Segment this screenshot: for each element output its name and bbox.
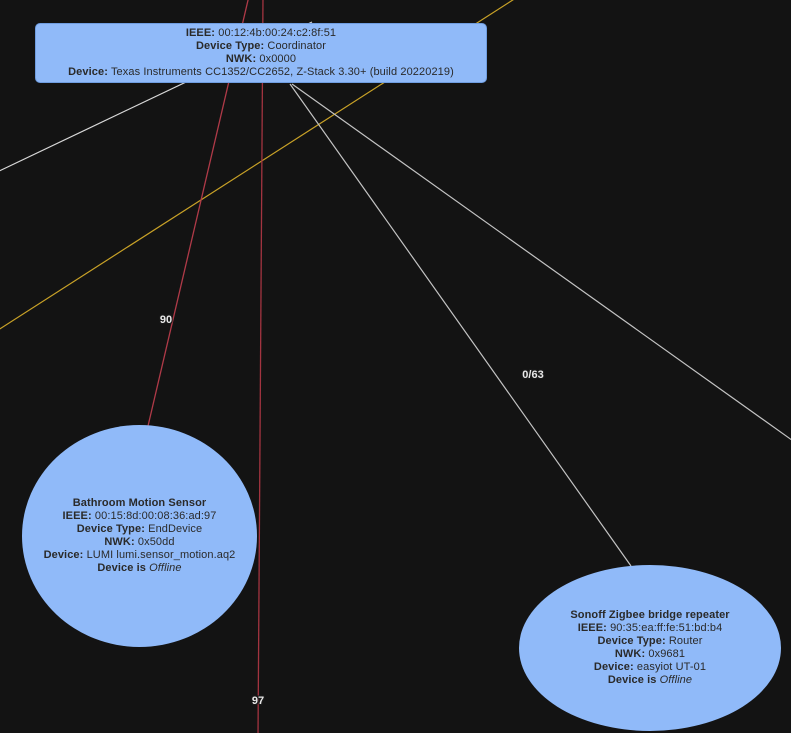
- bathroom-device-line: Device: LUMI lumi.sensor_motion.aq2: [44, 549, 236, 562]
- sonoff-ieee-line: IEEE: 90:35:ea:ff:fe:51:bd:b4: [578, 622, 723, 635]
- coordinator-ieee-label: IEEE:: [185, 27, 216, 39]
- coordinator-device-value: Texas Instruments CC1352/CC2652, Z-Stack…: [110, 66, 454, 78]
- sonoff-nwk-value: 0x9681: [648, 648, 686, 660]
- sonoff-ieee-label: IEEE:: [577, 622, 607, 634]
- sonoff-device-line: Device: easyiot UT-01: [594, 661, 706, 674]
- sonoff-nwk-line: NWK: 0x9681: [615, 648, 685, 661]
- sonoff-ieee-value: 90:35:ea:ff:fe:51:bd:b4: [610, 622, 723, 634]
- sonoff-device-type-label: Device Type:: [597, 635, 666, 647]
- bathroom-nwk-label: NWK:: [104, 536, 135, 548]
- coordinator-nwk-value: 0x0000: [259, 53, 297, 65]
- bathroom-nwk-value: 0x50dd: [137, 536, 175, 548]
- edge-gray-to-sonoff[interactable]: [289, 83, 632, 567]
- bathroom-status-line: Device is Offline: [97, 562, 181, 575]
- coordinator-device-type-label: Device Type:: [196, 40, 265, 52]
- bathroom-ieee-value: 00:15:8d:00:08:36:ad:97: [94, 510, 217, 522]
- node-sonoff-zigbee-bridge-repeater[interactable]: Sonoff Zigbee bridge repeater IEEE: 90:3…: [519, 565, 781, 731]
- sonoff-status-line: Device is Offline: [608, 674, 692, 687]
- coordinator-ieee-value: 00:12:4b:00:24:c2:8f:51: [218, 27, 337, 39]
- bathroom-ieee-line: IEEE: 00:15:8d:00:08:36:ad:97: [63, 510, 217, 523]
- sonoff-nwk-label: NWK:: [614, 648, 646, 660]
- bathroom-node-name: Bathroom Motion Sensor: [72, 497, 207, 509]
- bathroom-device-type-line: Device Type: EndDevice: [77, 523, 203, 536]
- bathroom-status-badge: Offline: [149, 562, 182, 574]
- bathroom-ieee-label: IEEE:: [62, 510, 92, 522]
- sonoff-status-prefix: Device is: [607, 674, 657, 686]
- bathroom-nwk-line: NWK: 0x50dd: [104, 536, 174, 549]
- sonoff-status-badge: Offline: [659, 674, 693, 686]
- bathroom-device-type-value: EndDevice: [148, 523, 203, 535]
- coordinator-device-type-line: Device Type: Coordinator: [196, 40, 326, 53]
- sonoff-device-value: easyiot UT-01: [636, 661, 707, 673]
- sonoff-device-type-line: Device Type: Router: [597, 635, 702, 648]
- bathroom-status-prefix: Device is: [97, 562, 146, 574]
- sonoff-node-name: Sonoff Zigbee bridge repeater: [570, 609, 730, 621]
- coordinator-device-type-value: Coordinator: [267, 40, 326, 52]
- bathroom-device-type-label: Device Type:: [76, 523, 145, 535]
- coordinator-ieee-line: IEEE: 00:12:4b:00:24:c2:8f:51: [186, 27, 336, 40]
- coordinator-nwk-label: NWK:: [225, 53, 257, 65]
- sonoff-device-label: Device:: [593, 661, 634, 673]
- bathroom-device-label: Device:: [43, 549, 84, 561]
- edge-red-vertical[interactable]: [257, 0, 264, 733]
- node-coordinator[interactable]: IEEE: 00:12:4b:00:24:c2:8f:51 Device Typ…: [35, 23, 487, 83]
- coordinator-device-label: Device:: [68, 66, 108, 78]
- bathroom-device-value: LUMI lumi.sensor_motion.aq2: [86, 549, 236, 561]
- node-bathroom-motion-sensor[interactable]: Bathroom Motion Sensor IEEE: 00:15:8d:00…: [22, 425, 257, 647]
- coordinator-nwk-line: NWK: 0x0000: [226, 53, 296, 66]
- edge-gray-to-right-edge[interactable]: [291, 83, 791, 443]
- coordinator-device-line: Device: Texas Instruments CC1352/CC2652,…: [68, 66, 454, 79]
- sonoff-device-type-value: Router: [668, 635, 703, 647]
